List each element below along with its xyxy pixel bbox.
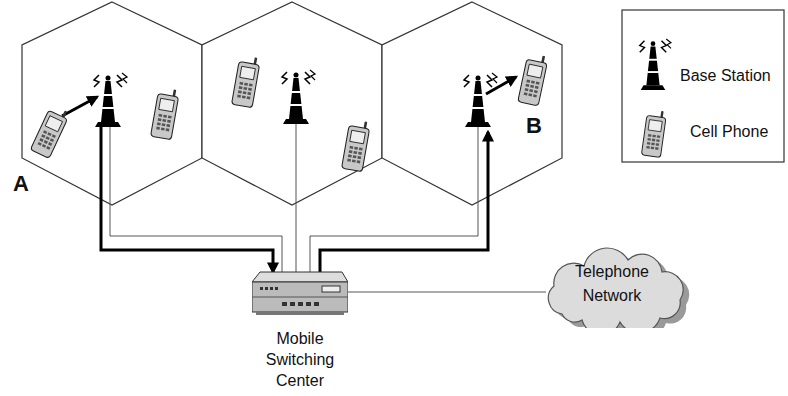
network-cloud: Telephone Network — [532, 244, 698, 328]
cell-hexagon — [22, 2, 202, 205]
device-panel — [322, 286, 340, 292]
legend-text: Base Station — [680, 67, 771, 84]
status-led — [265, 287, 268, 290]
wire — [110, 127, 282, 274]
connector-line — [348, 292, 546, 293]
status-led — [260, 287, 263, 290]
device-port — [298, 302, 303, 306]
cell-label: B — [526, 114, 542, 138]
cell-phone-symbol — [30, 104, 70, 158]
device-port — [282, 302, 287, 306]
device-port — [314, 302, 319, 306]
cloud-shadow — [554, 253, 689, 328]
base-station-symbol — [464, 73, 497, 127]
legend-entry: Base Station — [680, 66, 771, 86]
status-led — [270, 287, 273, 290]
node-text: Mobile Switching Center — [252, 328, 348, 391]
base-station-symbol — [282, 70, 315, 124]
wire — [310, 127, 478, 274]
device-front — [252, 282, 348, 312]
cell-label: A — [13, 172, 29, 196]
wire — [296, 124, 297, 274]
cell-phone-symbol — [342, 119, 371, 172]
cell-hexagon — [202, 2, 382, 205]
switching-center: Mobile Switching Center — [252, 268, 348, 391]
cell-phone-symbol — [232, 55, 261, 108]
cell-phone-symbol — [151, 87, 180, 140]
cell-phone-symbol — [641, 109, 666, 158]
legend-entry: Cell Phone — [690, 122, 768, 142]
signal-arrow — [101, 127, 273, 272]
cell-hexagon — [382, 2, 562, 205]
device-seam — [252, 297, 348, 298]
device-port — [306, 302, 311, 306]
device-foot — [256, 312, 344, 315]
status-led — [275, 287, 278, 290]
cell-phone-symbol — [518, 52, 549, 105]
node-text: Telephone Network — [567, 260, 657, 308]
signal-arrow — [62, 97, 97, 116]
cloud-outline — [532, 244, 698, 328]
cloud-body — [548, 248, 683, 328]
legend-box — [622, 10, 784, 162]
base-station-symbol — [640, 39, 671, 90]
switch-device — [252, 268, 348, 316]
base-station-symbol — [94, 73, 127, 127]
device-top — [252, 272, 348, 282]
device-port — [290, 302, 295, 306]
legend-text: Cell Phone — [690, 123, 768, 140]
